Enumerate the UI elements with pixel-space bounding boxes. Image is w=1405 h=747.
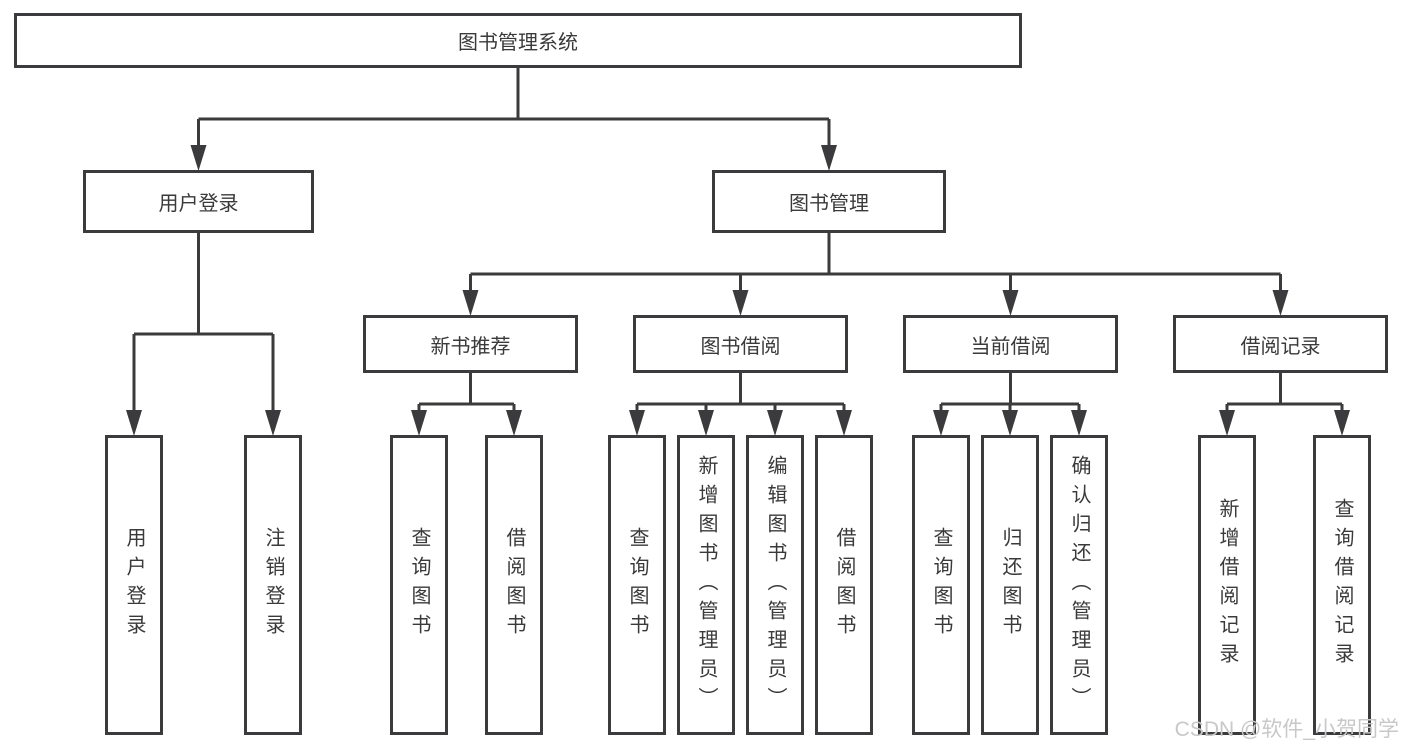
node-records-add-record: 新增借阅记录	[1198, 435, 1256, 735]
node-label: 用户登录	[158, 193, 239, 215]
node-borrowing-borrow-books: 借阅图书	[815, 435, 873, 735]
node-label: 图书管理系统	[458, 32, 578, 54]
node-label: 用户登录	[123, 527, 145, 643]
node-newbooks-borrow-books: 借阅图书	[485, 435, 543, 735]
node-label: 新增借阅记录	[1216, 498, 1238, 672]
node-label: 借阅图书	[833, 527, 855, 643]
node-label: 新书推荐	[430, 335, 511, 358]
watermark: CSDN @软件_小贺同学	[1174, 718, 1399, 741]
node-current-borrowing: 当前借阅	[903, 315, 1118, 373]
node-label: 新增图书（管理员）	[695, 454, 717, 716]
node-new-book-recommend: 新书推荐	[363, 315, 578, 373]
node-label: 注销登录	[262, 527, 284, 643]
node-user-login: 用户登录	[83, 170, 314, 233]
node-borrowing-edit-books-admin: 编辑图书（管理员）	[746, 435, 804, 735]
node-label: 借阅图书	[503, 527, 525, 643]
node-borrowing-add-books-admin: 新增图书（管理员）	[677, 435, 735, 735]
node-logout: 注销登录	[244, 435, 302, 735]
node-current-query-books: 查询图书	[912, 435, 970, 735]
node-label: 归还图书	[999, 527, 1021, 643]
node-book-borrowing: 图书借阅	[633, 315, 848, 373]
node-label: 图书管理	[789, 193, 869, 215]
node-library-system: 图书管理系统	[14, 13, 1022, 68]
node-borrow-records: 借阅记录	[1173, 315, 1388, 373]
node-current-return-books: 归还图书	[981, 435, 1039, 735]
node-newbooks-query-books: 查询图书	[390, 435, 448, 735]
node-label: 查询借阅记录	[1331, 498, 1353, 672]
node-label: 查询图书	[626, 527, 648, 643]
node-label: 查询图书	[930, 527, 952, 643]
node-book-management: 图书管理	[712, 170, 946, 233]
node-records-query-record: 查询借阅记录	[1313, 435, 1371, 735]
node-label: 编辑图书（管理员）	[764, 454, 786, 716]
node-label: 查询图书	[408, 527, 430, 643]
node-current-confirm-return-admin: 确认归还（管理员）	[1050, 435, 1108, 735]
node-user-login-leaf: 用户登录	[105, 435, 163, 735]
node-borrowing-query-books: 查询图书	[608, 435, 666, 735]
node-label: 图书借阅	[700, 335, 781, 358]
node-label: 借阅记录	[1240, 335, 1321, 358]
node-label: 确认归还（管理员）	[1068, 454, 1090, 716]
node-label: 当前借阅	[970, 335, 1051, 358]
